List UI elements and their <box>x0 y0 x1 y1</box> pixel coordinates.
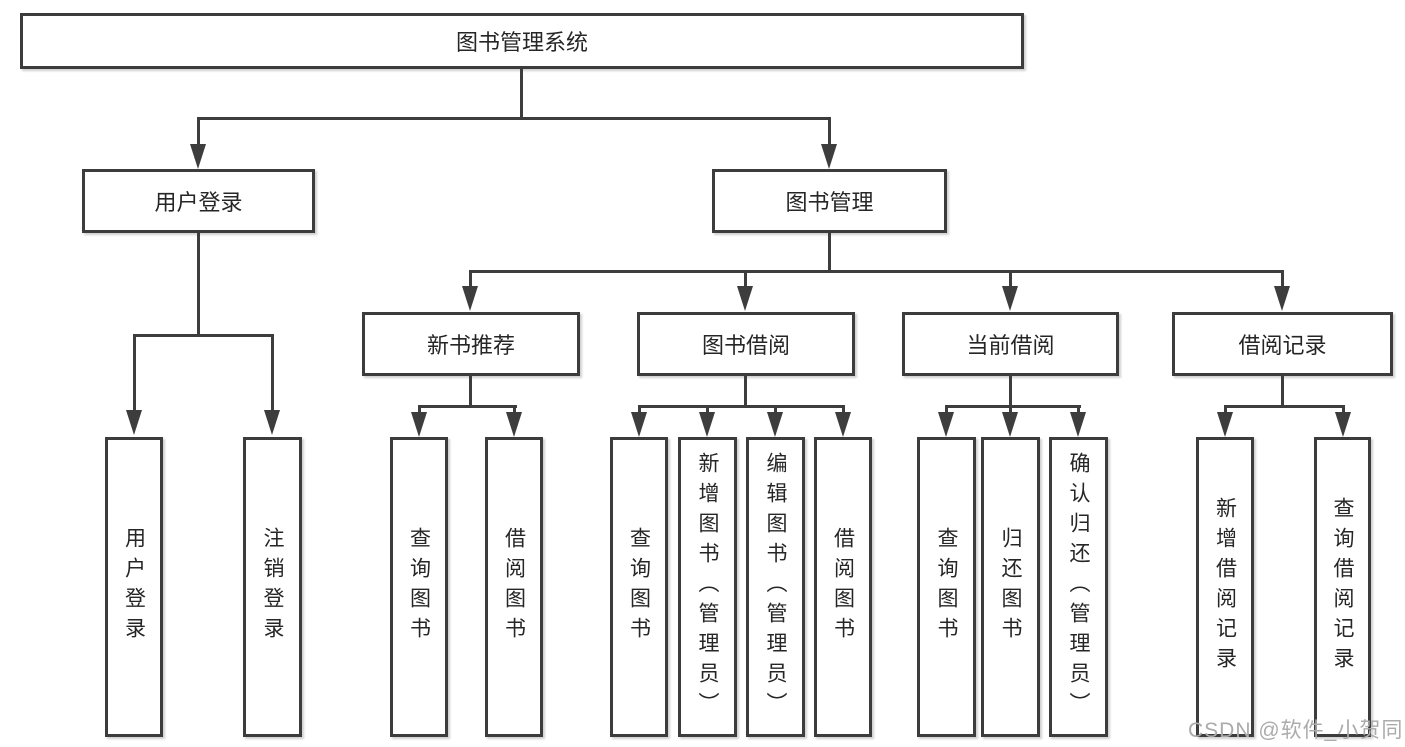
connector-user-login-drop <box>197 117 200 149</box>
connector-borrow-record-rail <box>1224 405 1345 408</box>
node-book-mgmt-label: 图书管理 <box>785 190 874 215</box>
node-user-login: 用户登录 <box>82 169 315 233</box>
connector-user-login-stem <box>197 233 200 337</box>
node-cb-return-book: 归还图书 <box>981 437 1040 737</box>
connector-leaf-drop <box>1342 405 1345 417</box>
node-borrow-record: 借阅记录 <box>1172 312 1393 376</box>
arrowhead-icon <box>126 410 142 435</box>
connector-leaf-drop <box>133 334 136 414</box>
connector-leaf-drop <box>271 334 274 414</box>
node-root-label: 图书管理系统 <box>455 30 588 55</box>
arrowhead-icon <box>631 412 647 437</box>
arrowhead-icon <box>411 412 427 437</box>
node-bb-edit-book: 编辑图书（管理员） <box>746 437 805 737</box>
connector-current-borrow-stem <box>1009 376 1012 408</box>
connector-new-book-stem <box>469 376 472 408</box>
node-cb-query-book-label: 查询图书 <box>935 527 958 647</box>
arrowhead-icon <box>190 144 206 169</box>
connector-leaf-drop <box>842 405 845 417</box>
node-nb-borrow-book: 借阅图书 <box>485 437 543 737</box>
connector-book-mgmt-stem <box>828 233 831 273</box>
node-cb-confirm-return: 确认归还（管理员） <box>1049 437 1108 737</box>
connector-new-book-rail <box>418 405 517 408</box>
node-br-add-record: 新增借阅记录 <box>1196 437 1254 737</box>
connector-level3-drop <box>1281 270 1284 290</box>
arrowhead-icon <box>767 412 783 437</box>
node-nb-query-book-label: 查询图书 <box>407 527 431 647</box>
node-cb-query-book: 查询图书 <box>917 437 976 737</box>
connector-borrow-record-stem <box>1281 376 1284 408</box>
connector-book-borrow-rail <box>638 405 845 408</box>
connector-book-borrow-stem <box>744 376 747 408</box>
node-bb-borrow-book-label: 借阅图书 <box>831 527 855 647</box>
connector-level3-rail <box>469 270 1284 273</box>
node-cb-return-book-label: 归还图书 <box>999 527 1022 647</box>
arrowhead-icon <box>1274 286 1290 311</box>
watermark-text: CSDN @软件_小贺同学 <box>1188 719 1404 742</box>
node-book-mgmt: 图书管理 <box>712 169 947 233</box>
arrowhead-icon <box>938 412 954 437</box>
connector-user-login-rail <box>133 334 274 337</box>
arrowhead-icon <box>506 412 522 437</box>
node-nb-query-book: 查询图书 <box>390 437 448 737</box>
node-nb-borrow-book-label: 借阅图书 <box>502 527 526 647</box>
node-leaf-user-login: 用户登录 <box>105 437 163 737</box>
node-leaf-logout-label: 注销登录 <box>261 527 284 647</box>
node-new-book-label: 新书推荐 <box>426 333 515 358</box>
node-bb-edit-book-label: 编辑图书（管理员） <box>764 452 787 722</box>
node-new-book: 新书推荐 <box>362 312 580 376</box>
connector-leaf-drop <box>638 405 641 417</box>
connector-book-mgmt-drop <box>828 117 831 149</box>
arrowhead-icon <box>737 286 753 311</box>
node-book-borrow-label: 图书借阅 <box>701 333 790 358</box>
arrowhead-icon <box>1335 412 1351 437</box>
arrowhead-icon <box>1217 412 1233 437</box>
arrowhead-icon <box>1002 286 1018 311</box>
node-bb-query-book-label: 查询图书 <box>627 527 651 647</box>
node-bb-add-book-label: 新增图书（管理员） <box>696 452 719 722</box>
connector-current-borrow-rail <box>945 405 1081 408</box>
node-br-query-record: 查询借阅记录 <box>1314 437 1371 737</box>
node-leaf-logout: 注销登录 <box>243 437 302 737</box>
connector-root-stem <box>520 69 523 120</box>
connector-leaf-drop <box>1009 405 1012 417</box>
connector-level3-drop <box>1009 270 1012 290</box>
connector-leaf-drop <box>774 405 777 417</box>
connector-leaf-drop <box>706 405 709 417</box>
node-bb-add-book: 新增图书（管理员） <box>678 437 737 737</box>
connector-level2-rail <box>197 117 831 120</box>
node-cb-confirm-return-label: 确认归还（管理员） <box>1067 452 1090 722</box>
arrowhead-icon <box>462 286 478 311</box>
arrowhead-icon <box>835 412 851 437</box>
connector-leaf-drop <box>1077 405 1080 417</box>
node-current-borrow: 当前借阅 <box>902 312 1119 376</box>
node-current-borrow-label: 当前借阅 <box>966 333 1055 358</box>
node-borrow-record-label: 借阅记录 <box>1238 333 1327 358</box>
node-bb-borrow-book: 借阅图书 <box>814 437 872 737</box>
node-br-add-record-label: 新增借阅记录 <box>1213 497 1237 677</box>
connector-leaf-drop <box>513 405 516 417</box>
node-br-query-record-label: 查询借阅记录 <box>1331 497 1354 677</box>
connector-level3-drop <box>744 270 747 290</box>
arrowhead-icon <box>264 410 280 435</box>
node-bb-query-book: 查询图书 <box>610 437 668 737</box>
node-root: 图书管理系统 <box>20 13 1024 69</box>
arrowhead-icon <box>1002 412 1018 437</box>
connector-level3-drop <box>469 270 472 290</box>
connector-leaf-drop <box>945 405 948 417</box>
connector-leaf-drop <box>418 405 421 417</box>
node-user-login-label: 用户登录 <box>154 190 243 215</box>
arrowhead-icon <box>1070 412 1086 437</box>
connector-leaf-drop <box>1224 405 1227 417</box>
node-leaf-user-login-label: 用户登录 <box>122 527 146 647</box>
node-book-borrow: 图书借阅 <box>637 312 855 376</box>
arrowhead-icon <box>699 412 715 437</box>
arrowhead-icon <box>821 144 837 169</box>
